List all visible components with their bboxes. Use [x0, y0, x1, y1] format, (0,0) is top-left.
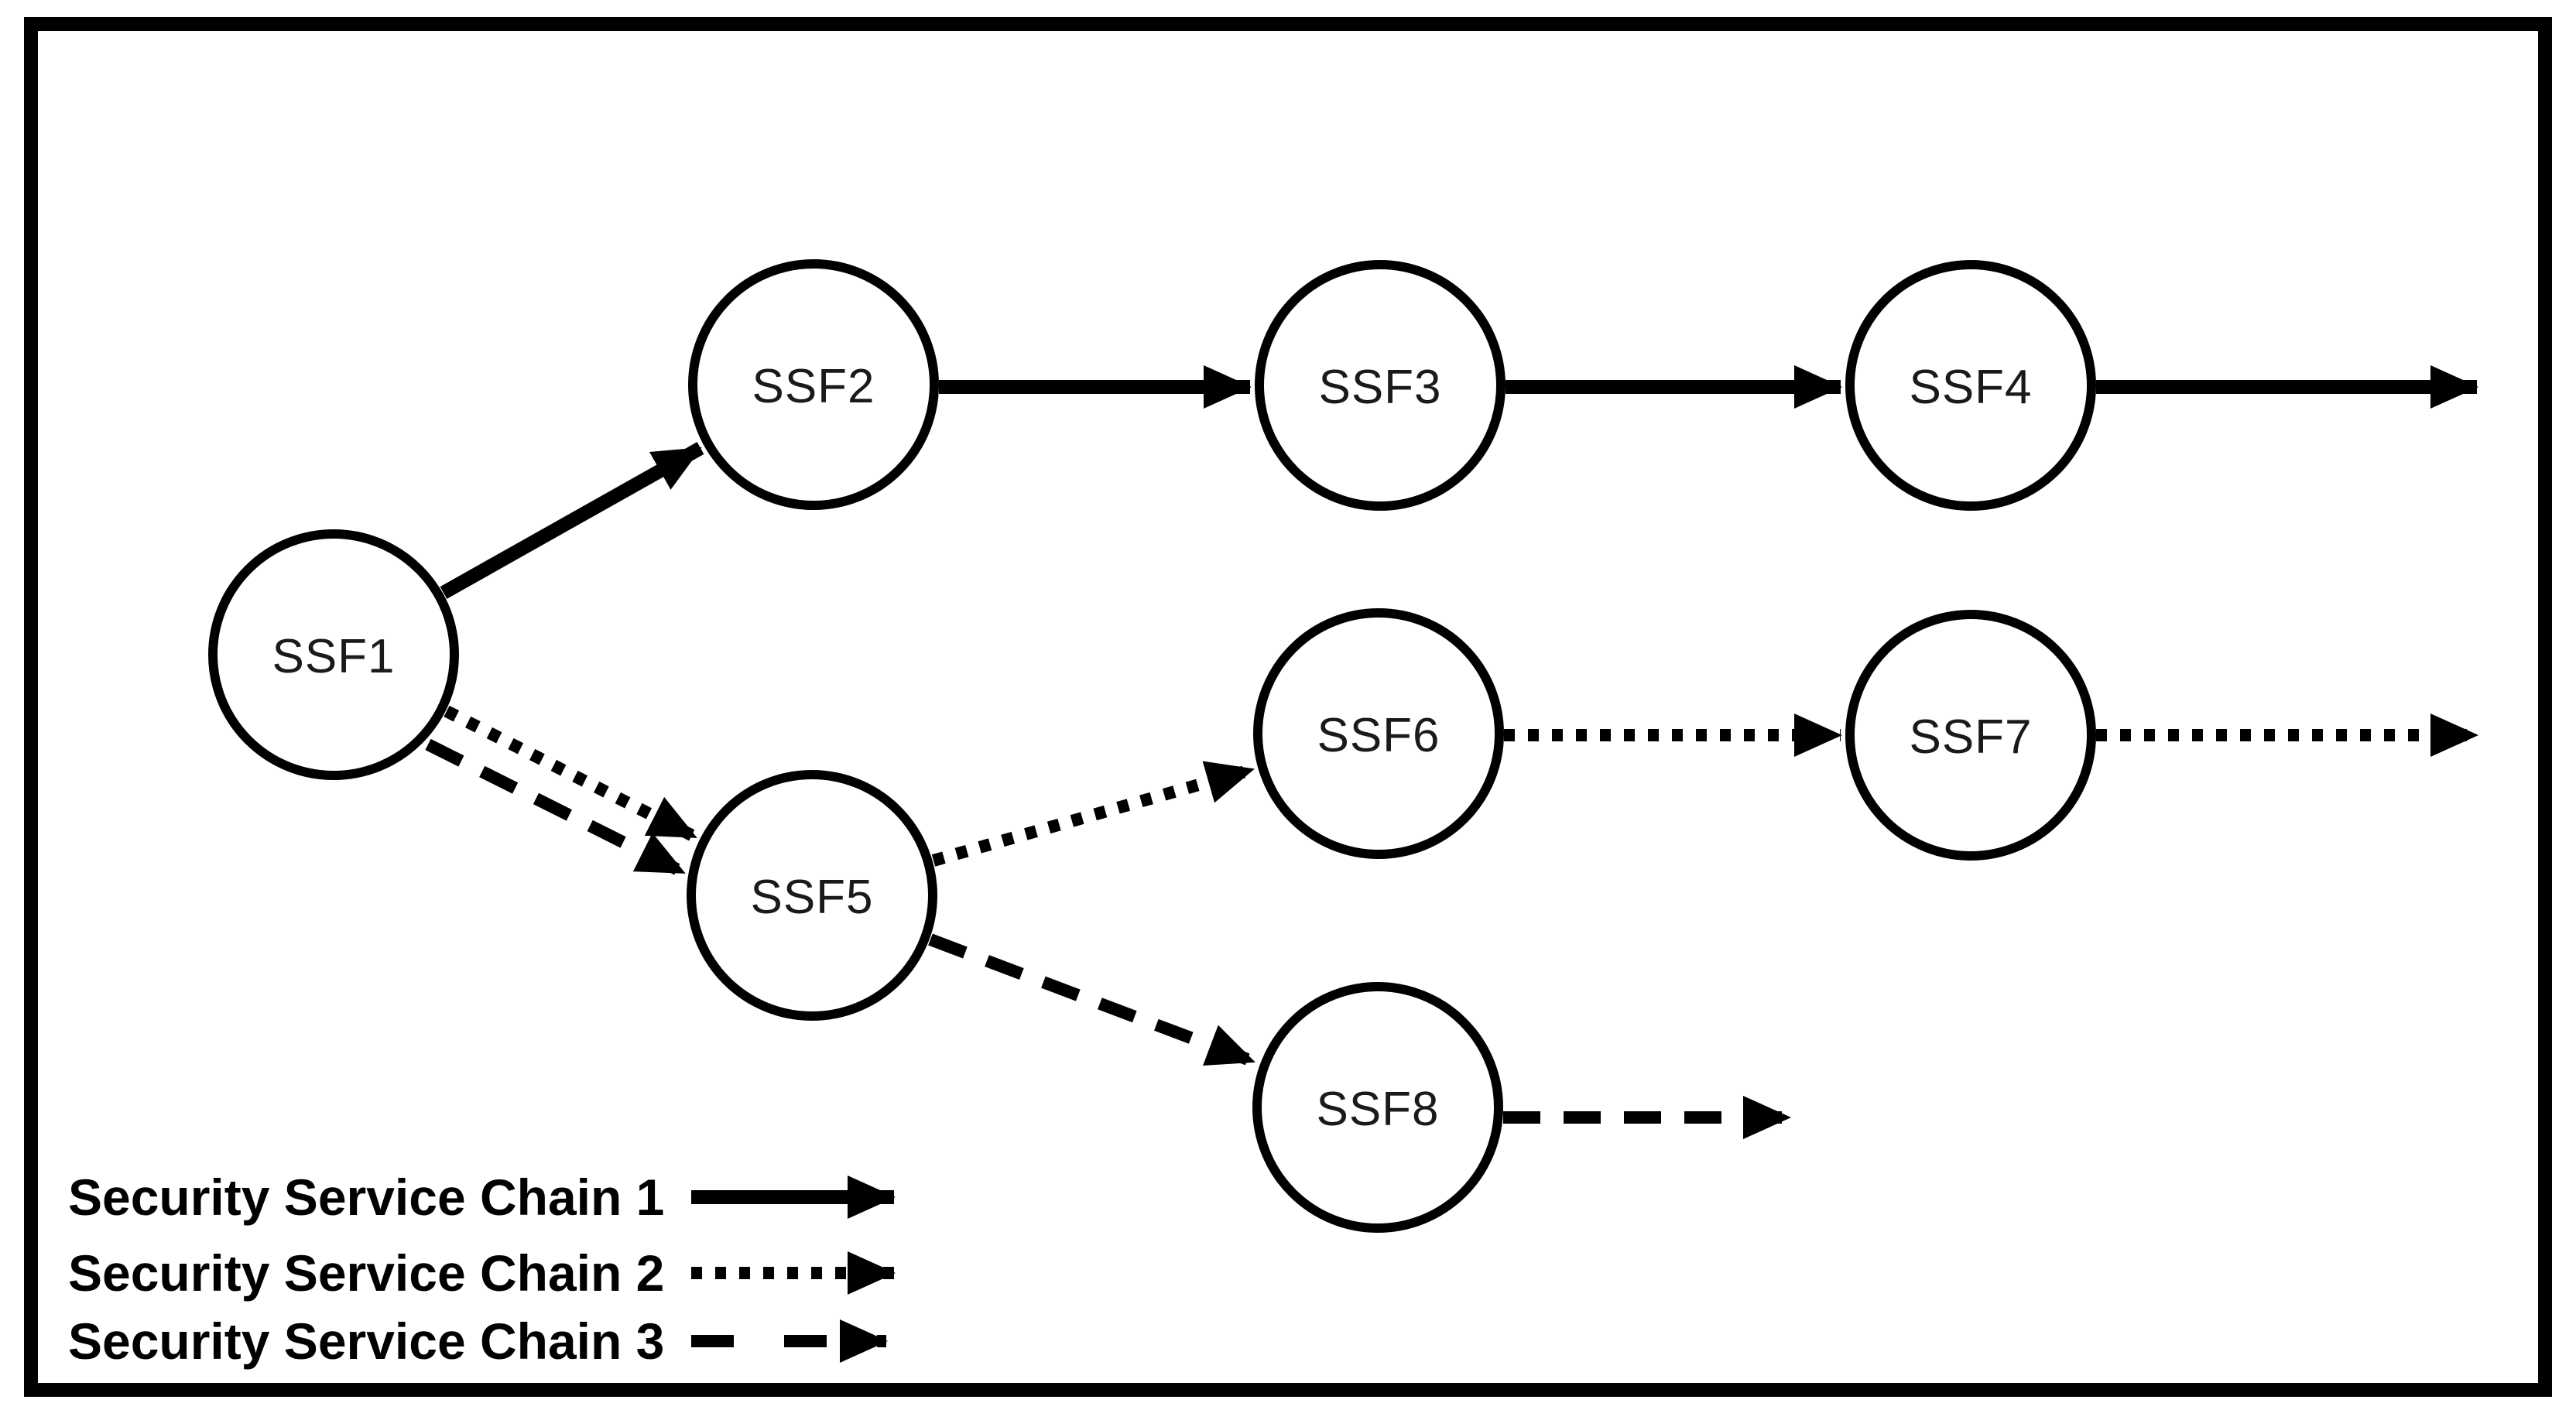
legend: Security Service Chain 1 Security Servic… — [68, 1169, 896, 1370]
edge-chain3-ssf1-ssf5 — [425, 738, 687, 879]
nodes-layer: SSF1 SSF2 SSF3 SSF4 SSF5 SSF6 — [208, 259, 2096, 1233]
node-ssf1: SSF1 — [208, 529, 459, 780]
node-ssf5: SSF5 — [687, 770, 937, 1021]
node-ssf5-label: SSF5 — [750, 871, 873, 924]
node-ssf3-circle — [1255, 260, 1506, 511]
legend-item-chain3: Security Service Chain 3 — [68, 1312, 888, 1370]
node-ssf1-label: SSF1 — [272, 630, 395, 683]
node-ssf2-circle — [688, 259, 939, 510]
edges-layer — [425, 365, 2478, 1139]
node-ssf6-label: SSF6 — [1317, 709, 1440, 762]
node-ssf4-circle — [1845, 260, 2096, 511]
node-ssf1-circle — [208, 529, 459, 780]
legend-item-chain2: Security Service Chain 2 — [68, 1244, 896, 1302]
node-ssf3-label: SSF3 — [1318, 361, 1441, 414]
node-ssf2: SSF2 — [688, 259, 939, 510]
node-ssf4-label: SSF4 — [1909, 361, 2032, 414]
node-ssf2-label: SSF2 — [752, 360, 875, 413]
node-ssf8-label: SSF8 — [1316, 1083, 1439, 1136]
node-ssf5-circle — [687, 770, 937, 1021]
node-ssf4: SSF4 — [1845, 260, 2096, 511]
node-ssf8-circle — [1252, 982, 1503, 1233]
node-ssf8: SSF8 — [1252, 982, 1503, 1233]
node-ssf7-circle — [1845, 610, 2096, 861]
legend-label-chain1: Security Service Chain 1 — [68, 1169, 664, 1226]
node-ssf7: SSF7 — [1845, 610, 2096, 861]
node-ssf7-label: SSF7 — [1909, 710, 2032, 764]
legend-label-chain3: Security Service Chain 3 — [68, 1312, 664, 1370]
edge-chain1-ssf1-ssf2 — [440, 442, 704, 599]
legend-label-chain2: Security Service Chain 2 — [68, 1244, 664, 1302]
edge-chain2-ssf5-ssf6 — [931, 761, 1255, 867]
legend-item-chain1: Security Service Chain 1 — [68, 1169, 896, 1226]
node-ssf6: SSF6 — [1253, 608, 1504, 859]
node-ssf6-circle — [1253, 608, 1504, 859]
node-ssf3: SSF3 — [1255, 260, 1506, 511]
